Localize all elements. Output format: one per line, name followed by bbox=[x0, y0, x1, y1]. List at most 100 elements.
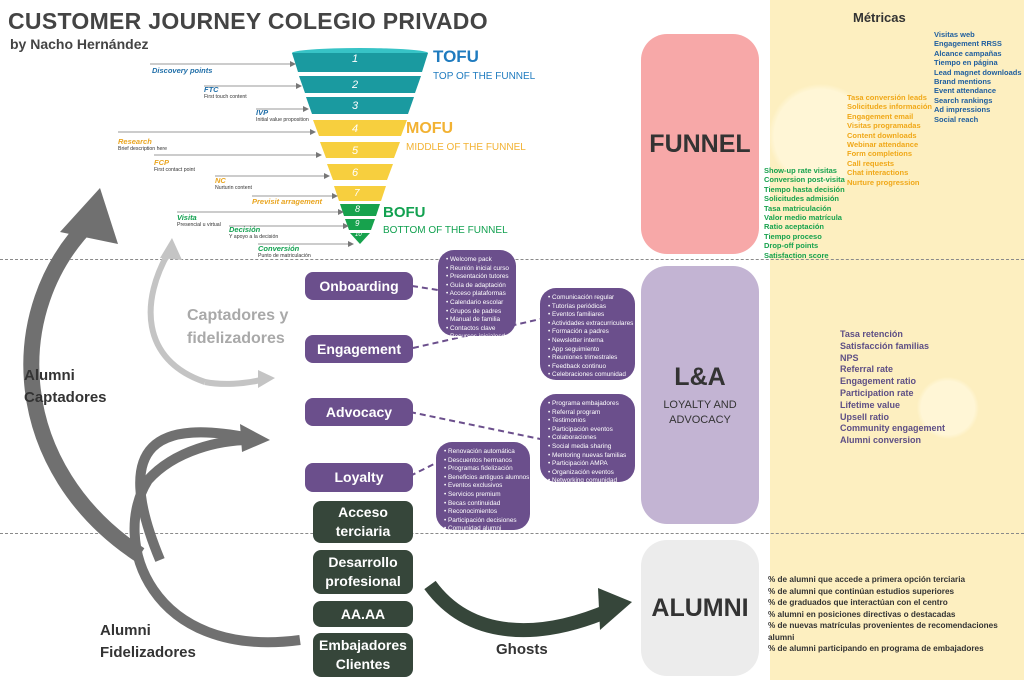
metric-item: Valor medio matrícula bbox=[764, 213, 842, 223]
metric-item: Participation rate bbox=[840, 387, 914, 398]
metric-item: Drop-off points bbox=[764, 241, 819, 251]
list-item: Tutorías periódicas bbox=[548, 303, 627, 312]
mofu-metrics: Tasa conversión leads Solicitudes inform… bbox=[847, 93, 932, 187]
list-item: Reuniones trimestrales bbox=[548, 354, 627, 363]
funnel-num-2: 2 bbox=[352, 79, 359, 91]
metric-item: Chat interactions bbox=[847, 168, 909, 178]
metric-item: % de alumni que continúan estudios super… bbox=[768, 586, 955, 596]
metric-item: % alumni en posiciones directivas o dest… bbox=[768, 609, 956, 619]
metric-item: Nurture progression bbox=[847, 177, 920, 187]
stage-tofu-name: TOFU bbox=[433, 47, 479, 66]
la-metrics: Tasa retención Satisfacción familias NPS… bbox=[840, 329, 945, 447]
metric-item: Social reach bbox=[934, 114, 979, 124]
la-box: L&A LOYALTY AND ADVOCACY bbox=[641, 266, 759, 524]
touchpoint-decision: Decisión Y apoyo a la decisión bbox=[229, 225, 278, 240]
alumni-captadores-label: Alumni Captadores bbox=[24, 367, 107, 406]
touchpoint-label: NC bbox=[215, 176, 226, 185]
stage-acceso-terciaria: Acceso terciaria bbox=[313, 501, 413, 543]
metric-item: Satisfacción familias bbox=[840, 340, 930, 351]
touchpoint-label: Research bbox=[118, 137, 152, 146]
page-author: by Nacho Hernández bbox=[10, 36, 149, 52]
metric-item: Tasa conversión leads bbox=[847, 93, 927, 102]
metric-item: Form completions bbox=[847, 149, 913, 159]
touchpoint-label: Discovery points bbox=[152, 66, 213, 75]
funnel-level-2 bbox=[299, 76, 421, 93]
engagement-items: Comunicación regular Tutorías periódicas… bbox=[540, 288, 635, 380]
touchpoint-sub: Y apoyo a la decisión bbox=[229, 234, 279, 240]
funnel-num-10: 10 bbox=[355, 232, 362, 238]
stage-bofu-name: BOFU bbox=[383, 204, 426, 221]
stage-advocacy: Advocacy bbox=[305, 398, 413, 426]
funnel-num-6: 6 bbox=[352, 167, 359, 179]
funnel-level-1 bbox=[292, 53, 428, 72]
list-item: App seguimiento bbox=[548, 346, 627, 355]
funnel-graphic bbox=[292, 48, 428, 244]
loyalty-items: Renovación automática Descuentos hermano… bbox=[436, 442, 530, 532]
touchpoint-visita: Visita Presencial u virtual bbox=[177, 213, 221, 228]
list-item: Programas fidelización bbox=[444, 465, 522, 474]
stage-engagement: Engagement bbox=[305, 335, 413, 363]
funnel-level-8 bbox=[340, 204, 380, 216]
metric-item: Ad impressions bbox=[934, 105, 991, 115]
metric-item: Visitas programadas bbox=[847, 121, 921, 131]
touchpoint-sub: First touch content bbox=[204, 94, 247, 100]
list-item: Newsletter interna bbox=[548, 337, 627, 346]
la-box-sublabel: LOYALTY AND ADVOCACY bbox=[663, 398, 737, 426]
list-item: Eventos exclusivos bbox=[444, 482, 522, 491]
funnel-level-6 bbox=[327, 164, 393, 180]
stage-loyalty: Loyalty bbox=[305, 463, 413, 492]
list-item: Manual de familia bbox=[446, 316, 508, 325]
touchpoint-sub: Punto de matriculación bbox=[258, 253, 311, 259]
funnel-level-3 bbox=[306, 97, 414, 114]
funnel-num-8: 8 bbox=[355, 204, 361, 214]
list-item: Reunión inicial curso bbox=[446, 265, 509, 274]
list-item: Feedback continuo bbox=[548, 363, 627, 372]
stage-mofu: MOFU MIDDLE OF THE FUNNEL bbox=[406, 120, 526, 153]
list-item: Servicios premium bbox=[444, 491, 522, 500]
metric-item: Tasa retención bbox=[840, 329, 903, 339]
list-item: Contactos clave bbox=[446, 325, 508, 334]
metric-item: Conversion post-visita bbox=[764, 175, 845, 185]
metric-item: Referral rate bbox=[840, 364, 894, 375]
metric-item: Alumni conversion bbox=[840, 435, 922, 446]
list-item: Descuentos hermanos bbox=[444, 457, 522, 466]
metric-item: Engagement email bbox=[847, 111, 914, 121]
metric-item: Engagement ratio bbox=[840, 376, 917, 387]
touchpoint-conversion: Conversión Punto de matriculación bbox=[258, 244, 311, 259]
list-item: Beneficios antiguos alumnos bbox=[444, 474, 529, 483]
list-item: Celebraciones comunidad bbox=[548, 371, 627, 380]
funnel-num-5: 5 bbox=[352, 145, 359, 157]
touchpoint-label: Conversión bbox=[258, 244, 300, 253]
list-item: Referral program bbox=[548, 409, 627, 418]
metric-item: % de nuevas matrículas provenientes de r… bbox=[768, 621, 998, 642]
metric-item: Upsell ratio bbox=[840, 411, 890, 422]
touchpoint-sub: Presencial u virtual bbox=[177, 222, 221, 228]
list-item: Networking comunidad bbox=[548, 477, 627, 486]
metric-item: Ratio aceptación bbox=[764, 222, 825, 232]
metric-item: Content downloads bbox=[847, 130, 917, 140]
metric-item: Alcance campañas bbox=[934, 48, 1002, 58]
touchpoint-discovery: Discovery points bbox=[152, 66, 212, 75]
funnel-level-7 bbox=[334, 186, 386, 201]
list-item: Actividades extracurriculares bbox=[548, 320, 634, 329]
metric-item: Tiempo proceso bbox=[764, 231, 822, 241]
captadores-fidelizadores-label: Captadores y fidelizadores bbox=[187, 307, 289, 347]
list-item: Calendario escolar bbox=[446, 299, 508, 308]
metric-item: % de graduados que interactúan con el ce… bbox=[768, 598, 948, 607]
list-item: Presentación tutores bbox=[446, 273, 509, 282]
funnel-num-4: 4 bbox=[352, 123, 359, 135]
touchpoint-sub: Brief description here bbox=[118, 146, 168, 152]
touchpoint-sub: Nurturin content bbox=[215, 185, 252, 191]
metric-item: Solicitudes admisión bbox=[764, 194, 840, 204]
page-title: CUSTOMER JOURNEY COLEGIO PRIVADO bbox=[8, 8, 488, 34]
metric-item: Visitas web bbox=[934, 30, 975, 39]
metric-item: Call requests bbox=[847, 158, 895, 168]
list-item: Reconocimientos bbox=[444, 508, 522, 517]
list-item: Renovación automática bbox=[444, 448, 522, 457]
bofu-metrics: Show-up rate visitas Conversion post-vis… bbox=[764, 166, 845, 260]
list-item: Participación eventos bbox=[548, 426, 627, 435]
stage-mofu-desc: MIDDLE OF THE FUNNEL bbox=[406, 142, 526, 153]
funnel-box: FUNNEL bbox=[641, 34, 759, 254]
touchpoint-label: IVP bbox=[256, 108, 269, 117]
